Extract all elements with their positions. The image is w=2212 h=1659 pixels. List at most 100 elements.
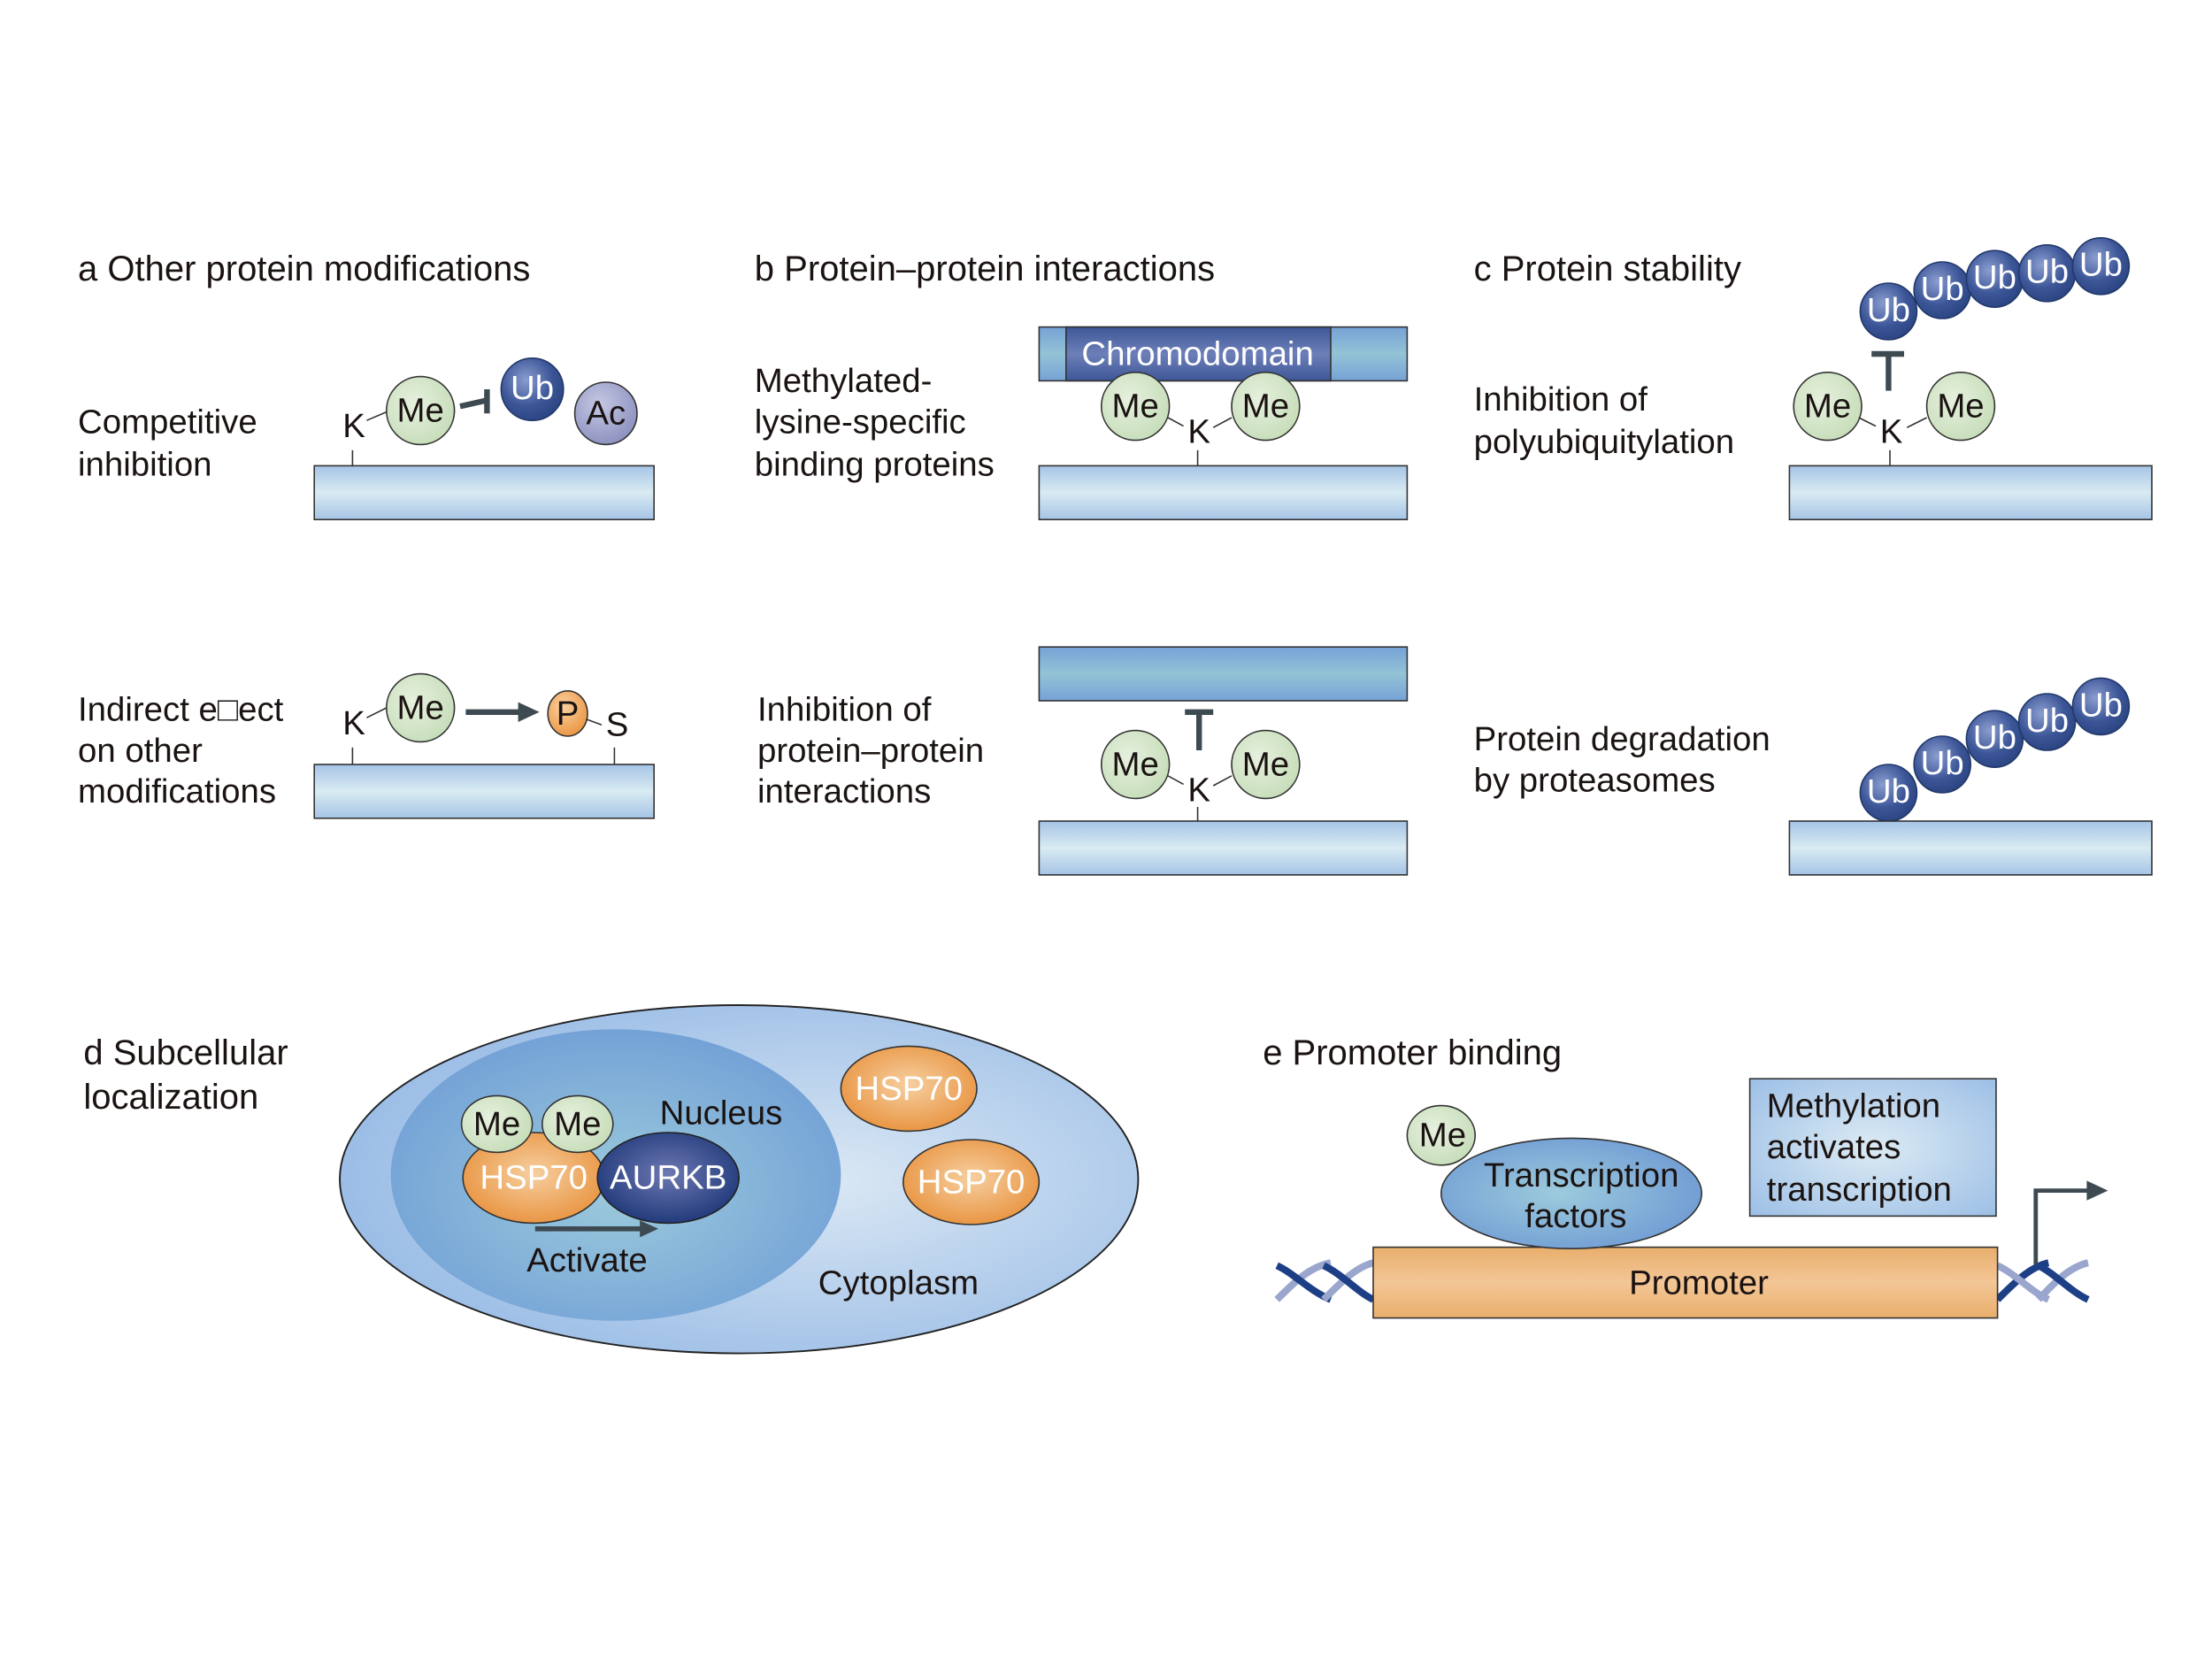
ubiquitin bbox=[1965, 710, 2024, 769]
protein-bar bbox=[1038, 465, 1409, 521]
binding-protein-bar bbox=[1038, 646, 1409, 702]
ubiquitin-chain: Ub Ub Ub Ub Ub bbox=[1859, 677, 2131, 822]
lysine-residue: K bbox=[1880, 413, 1903, 451]
hsp70-protein bbox=[840, 1045, 978, 1133]
phosphate-group bbox=[547, 690, 588, 737]
lysine-residue: K bbox=[342, 407, 365, 445]
lysine-residue: K bbox=[1187, 771, 1210, 809]
ubiquitin bbox=[1859, 282, 1918, 341]
methyl-label: Me bbox=[1242, 746, 1289, 784]
residue-link bbox=[1858, 417, 1877, 427]
lysine-residue: K bbox=[1187, 413, 1210, 451]
transcription-start-arrow bbox=[2033, 1188, 2089, 1264]
methyl-label: Me bbox=[1112, 746, 1159, 784]
ubiquitin bbox=[2071, 677, 2131, 736]
transcription-factor-label-line: factors bbox=[1525, 1197, 1626, 1235]
chromodomain-label: Chromodomain bbox=[1081, 335, 1313, 373]
ubiquitin-label: Ub bbox=[2025, 702, 2069, 740]
hsp70-label: HSP70 bbox=[918, 1164, 1025, 1202]
protein-bar bbox=[313, 764, 656, 819]
row-label-line: by proteasomes bbox=[1474, 761, 1716, 799]
ubiquitin bbox=[500, 357, 565, 422]
row-label-line: modifications bbox=[78, 772, 276, 810]
methyl-group bbox=[1925, 372, 1996, 442]
ubiquitin-label: Ub bbox=[511, 369, 554, 407]
methyl-group bbox=[541, 1094, 614, 1154]
ubiquitin-label: Ub bbox=[1867, 772, 1910, 810]
panel-a-row-indirect-effect: Indirect e□ect on other modifications K … bbox=[78, 672, 656, 819]
note-line: Methylation bbox=[1767, 1087, 1940, 1125]
ubiquitin bbox=[1913, 735, 1972, 794]
note-line: transcription bbox=[1767, 1171, 1952, 1209]
methyl-label: Me bbox=[473, 1105, 520, 1143]
nucleus-label: Nucleus bbox=[660, 1094, 783, 1132]
acetyl-label: Ac bbox=[586, 395, 626, 433]
residue-link bbox=[1212, 417, 1233, 428]
methyl-label: Me bbox=[397, 392, 444, 430]
row-label-line: interactions bbox=[757, 772, 931, 810]
hsp70-label: HSP70 bbox=[855, 1070, 963, 1108]
lysine-residue: K bbox=[342, 704, 365, 742]
hsp70-label: HSP70 bbox=[480, 1159, 588, 1197]
panel-a: a Other protein modifications Competitiv… bbox=[78, 250, 656, 819]
panel-d-title-line: d Subcellular bbox=[83, 1033, 288, 1072]
methyl-group bbox=[386, 672, 456, 743]
promoter-label: Promoter bbox=[1629, 1263, 1769, 1302]
row-label-line: Methylated- bbox=[755, 362, 933, 400]
row-label-line: Protein degradation bbox=[1474, 720, 1770, 758]
row-label-line: lysine-specific bbox=[755, 403, 966, 442]
panel-a-title: a Other protein modifications bbox=[78, 250, 530, 288]
transcription-factor-label-line: Transcription bbox=[1484, 1156, 1678, 1194]
inhibition-icon bbox=[459, 389, 490, 414]
methyl-label: Me bbox=[1804, 388, 1851, 426]
cytoplasm-label: Cytoplasm bbox=[818, 1263, 979, 1302]
methyl-group bbox=[1101, 729, 1171, 800]
note-line: activates bbox=[1767, 1128, 1901, 1166]
arrow-right-icon bbox=[2086, 1180, 2108, 1201]
chromodomain bbox=[1065, 326, 1332, 382]
row-label-line: protein–protein bbox=[757, 732, 984, 770]
hsp70-protein bbox=[902, 1139, 1041, 1225]
panel-b-title: b Protein–protein interactions bbox=[755, 250, 1215, 288]
methyl-label: Me bbox=[1242, 388, 1289, 426]
methyl-label: Me bbox=[1937, 388, 1984, 426]
ubiquitin-label: Ub bbox=[1973, 718, 2016, 757]
protein-bar bbox=[1788, 820, 2153, 876]
panel-d-title-line: localization bbox=[83, 1078, 258, 1117]
ubiquitin-label: Ub bbox=[1973, 258, 2016, 296]
ubiquitin-label: Ub bbox=[2025, 253, 2069, 291]
panel-b-row-inhibition: Inhibition of protein–protein interactio… bbox=[757, 646, 1409, 876]
residue-link bbox=[586, 718, 603, 726]
ubiquitin-label: Ub bbox=[1867, 291, 1910, 329]
residue-link bbox=[1167, 417, 1184, 427]
methyl-label: Me bbox=[397, 689, 444, 727]
row-label-line: Indirect e□ect bbox=[78, 690, 284, 728]
panel-b: b Protein–protein interactions Methylate… bbox=[755, 250, 1409, 876]
ubiquitin-label: Ub bbox=[2079, 686, 2123, 724]
inhibition-icon bbox=[1871, 350, 1905, 391]
dna-helix-left bbox=[1274, 1259, 1375, 1303]
panel-d: d Subcellular localization Nucleus Cytop… bbox=[83, 1004, 1140, 1355]
note-box bbox=[1748, 1078, 1997, 1217]
panel-c-row-inhibition-polyubiquitylation: Inhibition of polyubiquitylation Ub Ub U… bbox=[1474, 237, 2153, 521]
row-label-line: inhibition bbox=[78, 446, 212, 484]
methyl-group bbox=[1101, 372, 1171, 442]
transcription-factor bbox=[1440, 1137, 1703, 1250]
aurkb-protein bbox=[596, 1132, 741, 1225]
panel-c-title: c Protein stability bbox=[1474, 250, 1741, 288]
phosphate-label: P bbox=[557, 695, 580, 733]
nuclear-complex: HSP70 Me Me AURKB Activate bbox=[460, 1094, 741, 1279]
panel-c-row-degradation: Protein degradation by proteasomes Ub Ub… bbox=[1474, 677, 2153, 876]
protein-bar bbox=[1038, 820, 1409, 876]
panel-c: c Protein stability Inhibition of polyub… bbox=[1474, 237, 2153, 876]
ubiquitin-chain: Ub Ub Ub Ub Ub bbox=[1859, 237, 2131, 341]
panel-e: e Promoter binding Promoter Transcriptio… bbox=[1263, 1033, 2108, 1319]
ubiquitin-label: Ub bbox=[1921, 270, 1964, 308]
panel-a-row-competitive-inhibition: Competitive inhibition K Me Ub Ac bbox=[78, 357, 656, 521]
inhibition-icon bbox=[1185, 709, 1214, 751]
activate-label: Activate bbox=[526, 1241, 648, 1279]
methyl-group bbox=[386, 375, 456, 446]
serine-residue: S bbox=[606, 706, 629, 744]
row-label-line: on other bbox=[78, 732, 203, 770]
residue-link bbox=[1167, 775, 1184, 786]
